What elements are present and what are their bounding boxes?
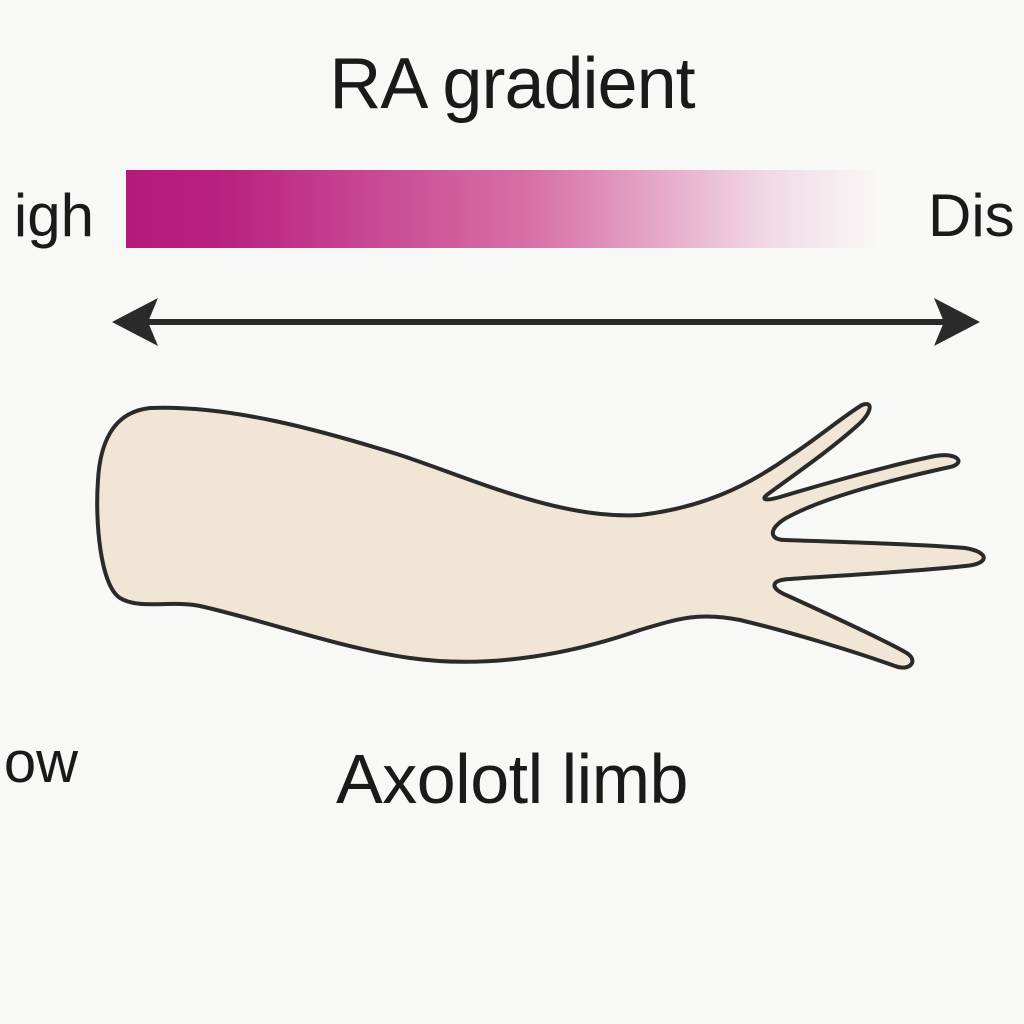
arrow-head-right (934, 298, 980, 346)
double-headed-arrow (112, 298, 980, 346)
gradient-low-label: ow (3, 730, 78, 795)
diagram-title: RA gradient (329, 44, 695, 124)
axolotl-limb-shape (95, 402, 986, 670)
axolotl-limb-label: Axolotl limb (336, 740, 688, 818)
gradient-high-label: igh (13, 182, 94, 249)
arrow-head-left (112, 298, 158, 346)
ra-gradient-bar (126, 170, 878, 248)
gradient-distal-label: Dis (928, 182, 1015, 249)
